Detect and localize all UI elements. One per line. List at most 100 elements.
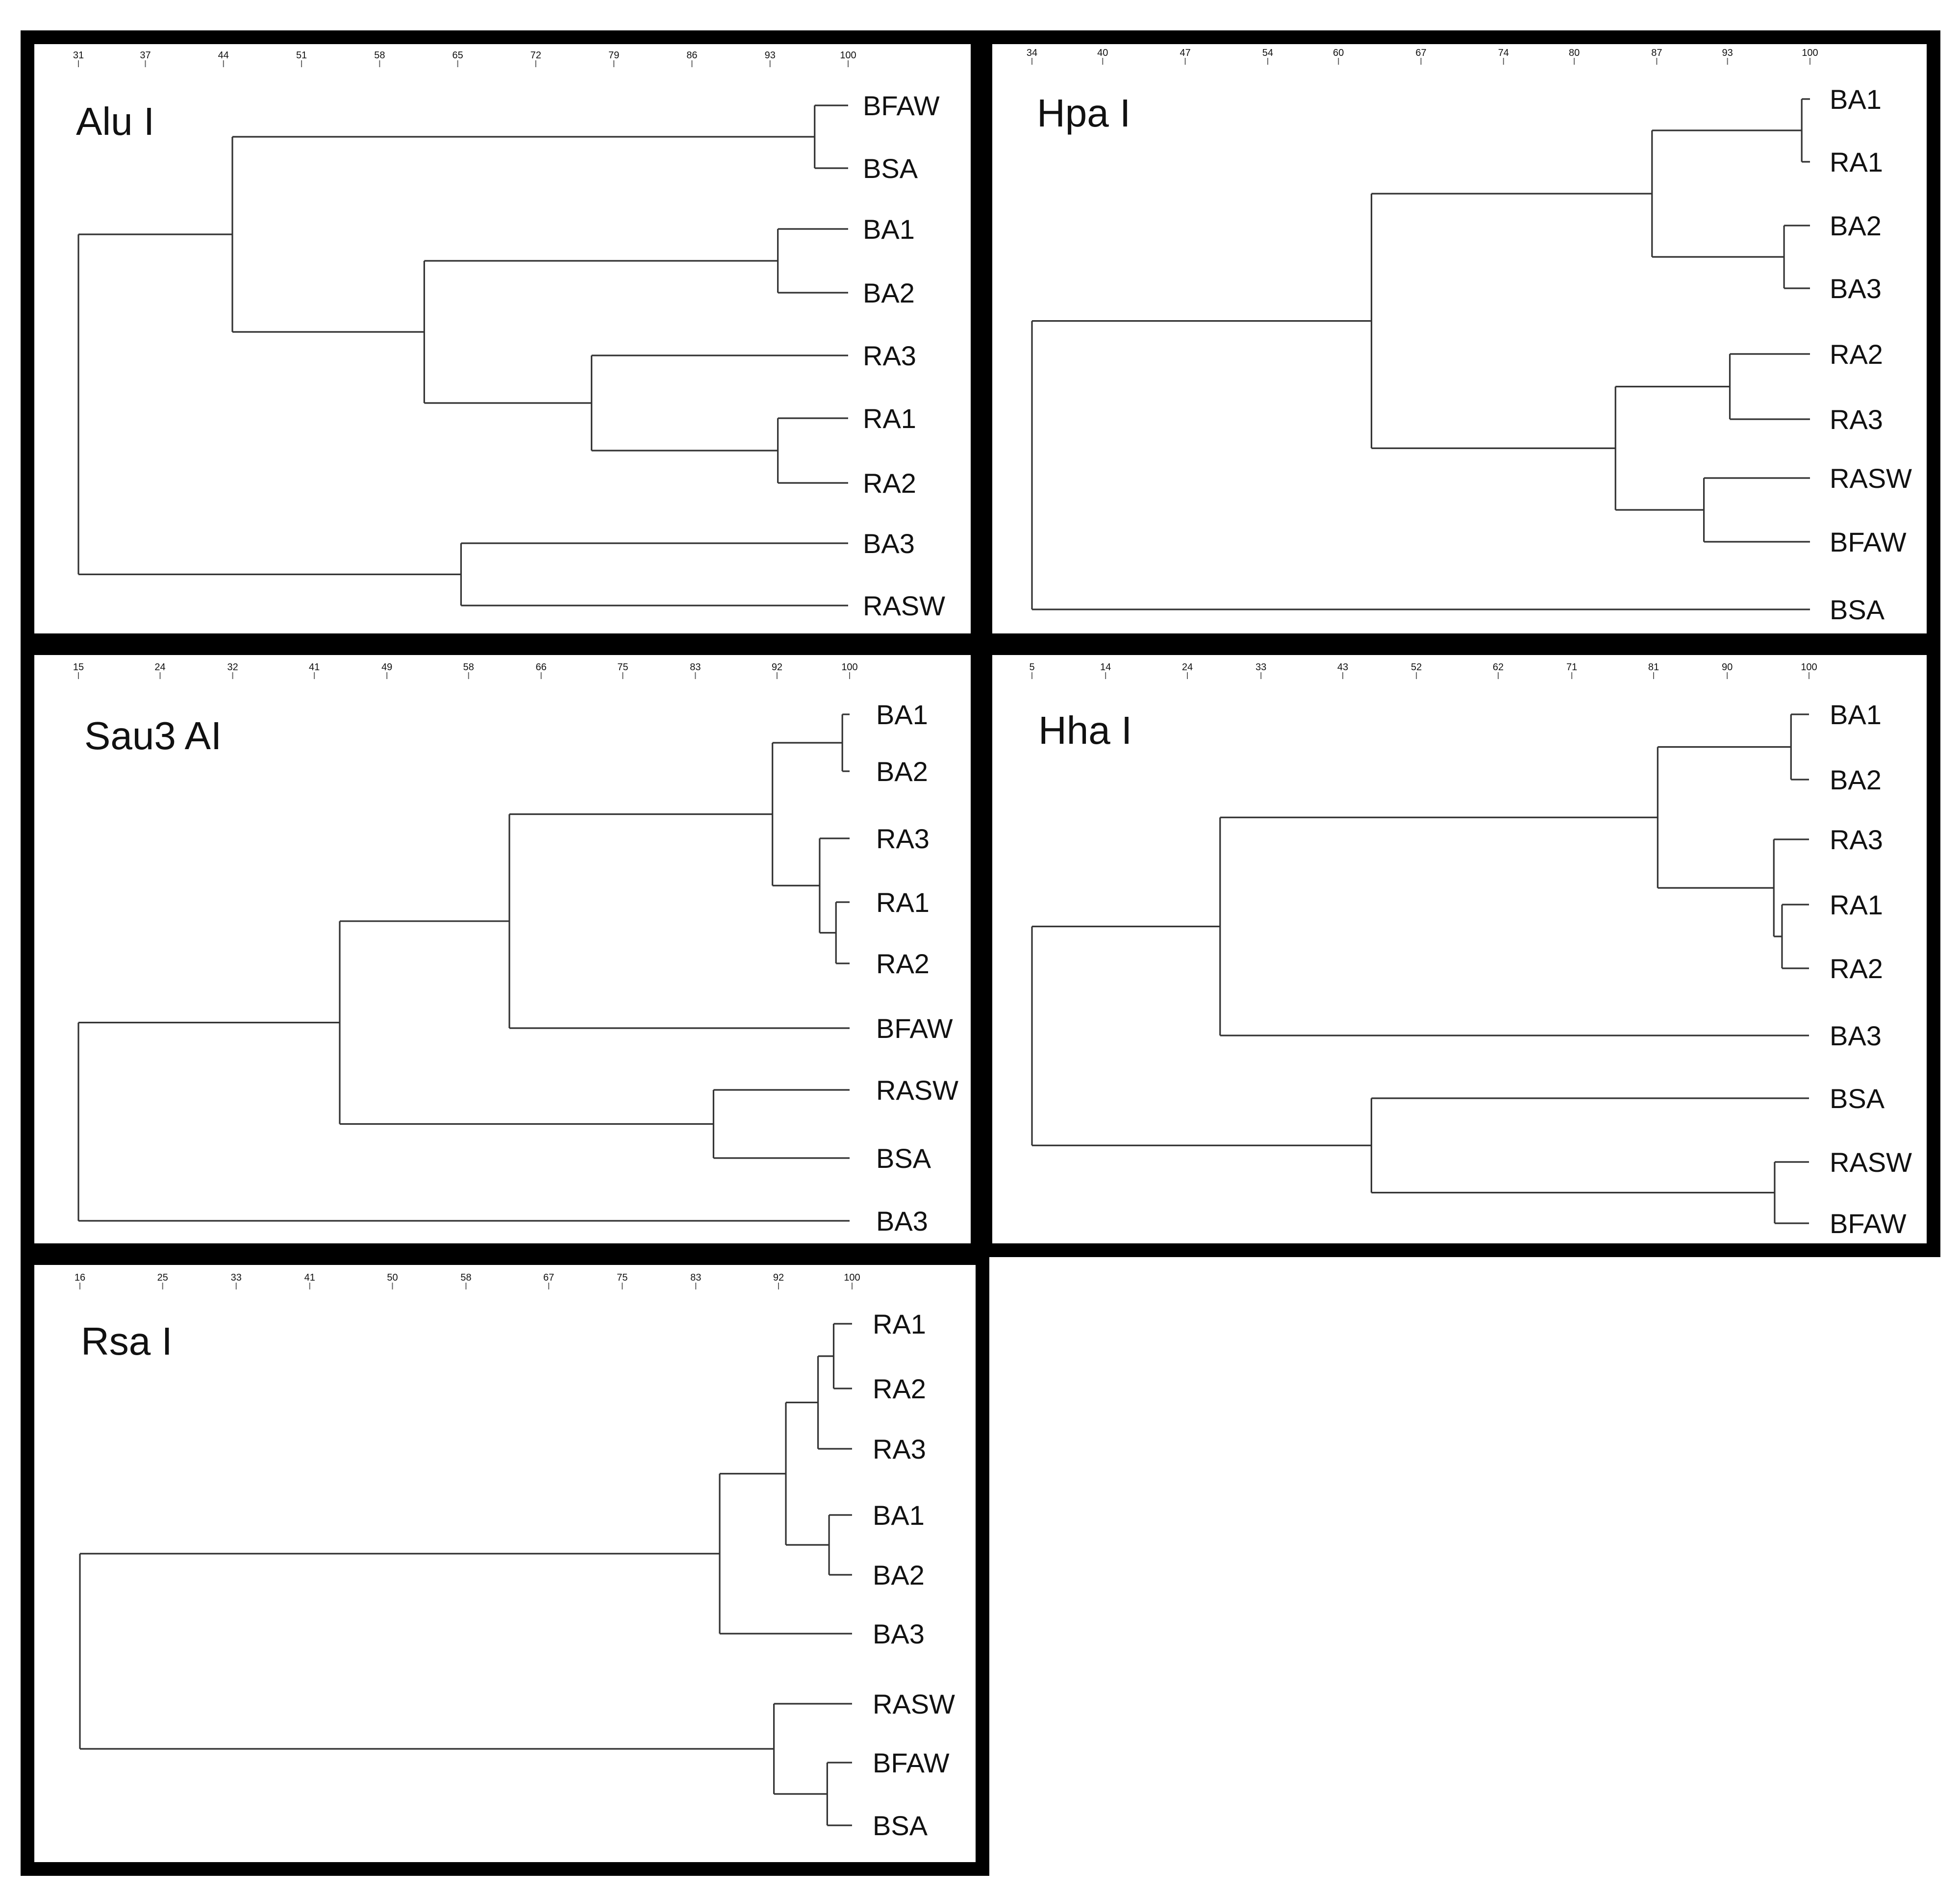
rsa-axis-tick-label-9: 92 — [773, 1272, 784, 1283]
hha-axis-tick-label-8: 81 — [1648, 662, 1659, 673]
hpa-axis-tick-label-1: 40 — [1097, 48, 1108, 58]
rsa-leaf-label-ra1: RA1 — [873, 1309, 926, 1339]
hha-leaf-label-ba1: BA1 — [1830, 699, 1882, 730]
hpa-axis-tick-label-6: 74 — [1498, 48, 1509, 58]
rsa-panel-title: Rsa I — [81, 1319, 173, 1363]
alu-axis-tick-label-5: 65 — [452, 50, 463, 61]
alu-leaf-label-ba3: BA3 — [863, 528, 915, 559]
alu-axis-tick-label-2: 44 — [218, 50, 229, 61]
rsa-axis-tick-label-10: 100 — [844, 1272, 860, 1283]
alu-axis-tick-label-1: 37 — [140, 50, 151, 61]
sau3-axis-tick-label-2: 32 — [227, 662, 238, 673]
hpa-leaf-label-ra3: RA3 — [1830, 404, 1883, 435]
alu-leaf-label-bfaw: BFAW — [863, 90, 940, 121]
sau3-axis-tick-label-6: 66 — [536, 662, 547, 673]
alu-panel-title: Alu I — [76, 100, 154, 143]
hha-leaf-label-ra3: RA3 — [1830, 824, 1883, 855]
panel-hha — [979, 641, 1940, 1257]
alu-leaf-label-bsa: BSA — [863, 153, 918, 184]
rsa-leaf-label-bfaw: BFAW — [873, 1747, 950, 1778]
rsa-leaf-label-ba1: BA1 — [873, 1500, 925, 1531]
sau3-leaf-label-ra1: RA1 — [876, 887, 930, 918]
sau3-leaf-label-bfaw: BFAW — [876, 1013, 953, 1044]
hha-axis-tick-label-2: 24 — [1182, 662, 1193, 673]
hha-leaf-label-ba2: BA2 — [1830, 764, 1882, 795]
hha-axis-tick-label-9: 90 — [1722, 662, 1733, 673]
sau3-axis-tick-label-5: 58 — [463, 662, 474, 673]
rsa-axis-tick-label-2: 33 — [231, 1272, 242, 1283]
rsa-axis-tick-label-3: 41 — [304, 1272, 315, 1283]
hha-leaf-label-bsa: BSA — [1830, 1083, 1885, 1114]
sau3-axis-tick-label-7: 75 — [617, 662, 628, 673]
hpa-leaf-label-ba3: BA3 — [1830, 273, 1882, 304]
alu-axis-tick-label-4: 58 — [374, 50, 385, 61]
hpa-axis-tick-label-5: 67 — [1415, 48, 1426, 58]
rsa-axis-tick-label-5: 58 — [460, 1272, 471, 1283]
hha-panel-title: Hha I — [1038, 708, 1132, 752]
hha-axis-tick-label-3: 33 — [1256, 662, 1266, 673]
hha-leaf-label-rasw: RASW — [1830, 1147, 1912, 1178]
hha-axis-tick-label-0: 5 — [1029, 662, 1034, 673]
rsa-leaf-label-rasw: RASW — [873, 1689, 955, 1719]
rsa-leaf-label-bsa: BSA — [873, 1810, 928, 1841]
sau3-axis-tick-label-3: 41 — [309, 662, 320, 673]
alu-axis-tick-label-3: 51 — [296, 50, 307, 61]
alu-axis-tick-label-9: 93 — [765, 50, 776, 61]
sau3-leaf-label-ra2: RA2 — [876, 948, 930, 979]
hha-leaf-label-ba3: BA3 — [1830, 1020, 1882, 1051]
rsa-leaf-label-ra2: RA2 — [873, 1373, 926, 1404]
rsa-leaf-label-ra3: RA3 — [873, 1434, 926, 1464]
hpa-leaf-label-ba1: BA1 — [1830, 84, 1882, 115]
hpa-axis-tick-label-3: 54 — [1262, 48, 1273, 58]
hpa-leaf-label-bfaw: BFAW — [1830, 527, 1907, 557]
hpa-axis-tick-label-0: 34 — [1027, 48, 1037, 58]
hpa-leaf-label-rasw: RASW — [1830, 463, 1912, 494]
hha-axis-tick-label-7: 71 — [1566, 662, 1577, 673]
sau3-axis-tick-label-10: 100 — [841, 662, 857, 673]
rsa-axis-tick-label-0: 16 — [75, 1272, 85, 1283]
rsa-axis-tick-label-4: 50 — [387, 1272, 398, 1283]
alu-leaf-label-ba1: BA1 — [863, 214, 915, 245]
hha-axis-tick-label-5: 52 — [1411, 662, 1422, 673]
hpa-axis-tick-label-10: 100 — [1802, 48, 1818, 58]
hpa-axis-tick-label-4: 60 — [1333, 48, 1344, 58]
hpa-leaf-label-ba2: BA2 — [1830, 210, 1882, 241]
sau3-axis-tick-label-9: 92 — [772, 662, 782, 673]
alu-leaf-label-ra3: RA3 — [863, 340, 916, 371]
alu-axis-tick-label-6: 72 — [530, 50, 541, 61]
alu-leaf-label-ra1: RA1 — [863, 403, 916, 434]
rsa-axis-tick-label-7: 75 — [617, 1272, 628, 1283]
sau3-leaf-label-ba1: BA1 — [876, 699, 928, 730]
hpa-leaf-label-ra2: RA2 — [1830, 339, 1883, 370]
sau3-axis-tick-label-4: 49 — [381, 662, 392, 673]
hpa-axis-tick-label-9: 93 — [1722, 48, 1733, 58]
sau3-leaf-label-ra3: RA3 — [876, 823, 930, 854]
hpa-axis-tick-label-7: 80 — [1569, 48, 1580, 58]
alu-axis-tick-label-8: 86 — [686, 50, 697, 61]
sau3-leaf-label-rasw: RASW — [876, 1075, 958, 1106]
hha-leaf-label-bfaw: BFAW — [1830, 1208, 1907, 1239]
rsa-axis-tick-label-8: 83 — [690, 1272, 701, 1283]
rsa-leaf-label-ba2: BA2 — [873, 1560, 925, 1590]
hha-leaf-label-ra2: RA2 — [1830, 953, 1883, 984]
hpa-axis-tick-label-8: 87 — [1651, 48, 1662, 58]
sau3-axis-tick-label-8: 83 — [690, 662, 701, 673]
hha-axis-tick-label-1: 14 — [1100, 662, 1111, 673]
rsa-axis-tick-label-6: 67 — [543, 1272, 554, 1283]
sau3-leaf-label-bsa: BSA — [876, 1143, 931, 1174]
hpa-leaf-label-bsa: BSA — [1830, 594, 1885, 625]
hha-axis-tick-label-4: 43 — [1337, 662, 1348, 673]
hpa-axis-tick-label-2: 47 — [1180, 48, 1190, 58]
alu-axis-tick-label-0: 31 — [73, 50, 84, 61]
alu-axis-tick-label-7: 79 — [608, 50, 619, 61]
alu-leaf-label-ra2: RA2 — [863, 468, 916, 499]
hha-axis-tick-label-10: 100 — [1801, 662, 1817, 673]
sau3-axis-tick-label-0: 15 — [73, 662, 84, 673]
panel-alu — [21, 30, 984, 647]
sau3-leaf-label-ba3: BA3 — [876, 1206, 928, 1237]
sau3-panel-title: Sau3 AI — [84, 714, 222, 757]
sau3-axis-tick-label-1: 24 — [154, 662, 165, 673]
rsa-leaf-label-ba3: BA3 — [873, 1618, 925, 1649]
